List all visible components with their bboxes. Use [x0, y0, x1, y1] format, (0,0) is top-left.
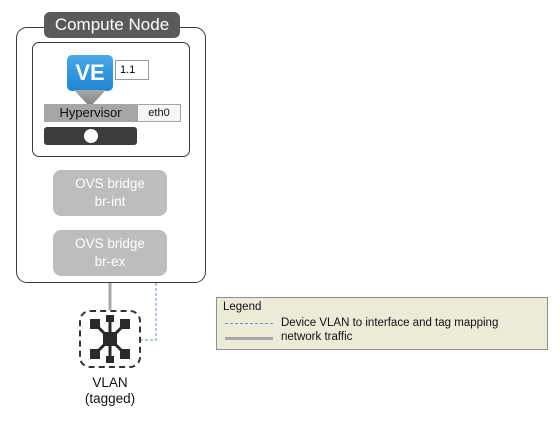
vlan-label-line1: VLAN — [92, 375, 128, 390]
legend-vlan-mapping-label: Device VLAN to interface and tag mapping — [281, 317, 499, 329]
ovs-bridge-br-int: OVS bridge br-int — [53, 170, 167, 216]
vlan-switch-icon — [79, 310, 141, 368]
ovs-bridge-br-ex: OVS bridge br-ex — [53, 230, 167, 276]
legend-traffic-label: network traffic — [281, 331, 353, 343]
nic-port-icon — [84, 129, 98, 143]
bridge-id: br-ex — [94, 254, 126, 269]
ve-icon: VE — [67, 55, 113, 91]
legend-box: Legend Device VLAN to interface and tag … — [216, 297, 548, 350]
bridge-id: br-int — [94, 194, 126, 209]
ve-interface-label: 1.1 — [115, 60, 149, 80]
bridge-name: OVS bridge — [75, 236, 145, 251]
legend-dashed-line-swatch — [225, 323, 273, 324]
legend-title: Legend — [223, 301, 262, 313]
vlan-label-line2: (tagged) — [84, 391, 136, 406]
network-hub-icon — [90, 315, 130, 363]
bridge-name: OVS bridge — [75, 176, 145, 191]
legend-traffic-line-swatch — [225, 337, 273, 340]
vlan-label: VLAN (tagged) — [60, 375, 160, 407]
compute-node-title: Compute Node — [44, 12, 180, 38]
hypervisor-interface-label: eth0 — [137, 104, 181, 122]
hypervisor-label: Hypervisor — [44, 104, 137, 122]
